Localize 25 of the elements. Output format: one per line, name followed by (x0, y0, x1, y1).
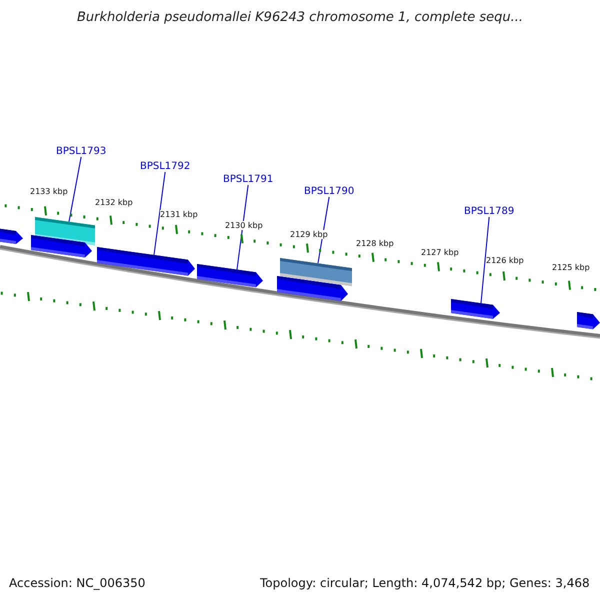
leader-line (318, 196, 330, 264)
map-title: Burkholderia pseudomallei K96243 chromosome 1, complete sequ... (76, 10, 524, 25)
gene-feature (451, 299, 502, 322)
scale-label: 2128 kbp (356, 239, 394, 248)
gene-label: BPSL1792 (140, 161, 190, 172)
info-text: Topology: circular; Length: 4,074,542 bp; Genes: 3,468 (260, 576, 590, 590)
gene-feature (277, 276, 350, 304)
gene-label: BPSL1790 (304, 186, 354, 197)
scale-label: 2125 kbp (552, 263, 590, 272)
scale-label: 2130 kbp (225, 221, 263, 230)
leader-line (68, 156, 82, 222)
scale-label: 2127 kbp (421, 248, 459, 257)
leader-line (154, 172, 166, 256)
gene-feature (0, 228, 25, 247)
leader-line (480, 216, 490, 304)
scale-label: 2126 kbp (486, 256, 524, 265)
scale-label: 2133 kbp (30, 187, 68, 196)
gene-label: BPSL1793 (56, 146, 106, 157)
info-text: Accession: NC_006350 (9, 576, 146, 590)
leader-line (236, 184, 249, 270)
scale-label: 2129 kbp (290, 230, 328, 239)
gene-label: BPSL1791 (223, 174, 274, 185)
gene-label: BPSL1789 (464, 206, 514, 217)
scale-label: 2132 kbp (95, 198, 133, 207)
scale-label: 2131 kbp (160, 210, 198, 219)
